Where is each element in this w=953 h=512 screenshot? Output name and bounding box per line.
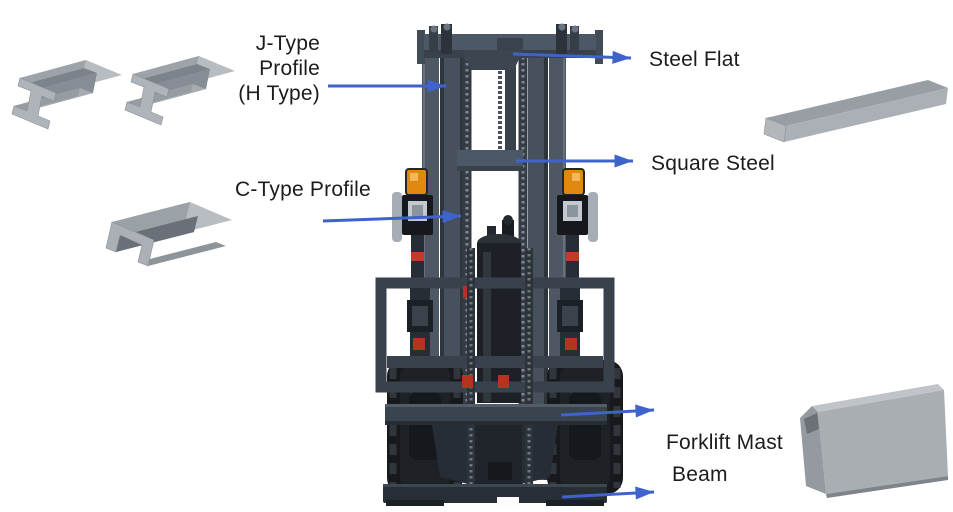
- c-profile-steel-image: [105, 202, 232, 267]
- label-forklift-mast-beam: Forklift Mast Beam: [666, 427, 783, 491]
- label-square-steel: Square Steel: [651, 152, 775, 175]
- arrow-steel-flat: [512, 50, 632, 64]
- steel-flat-bar-image: [763, 80, 948, 143]
- label-j-type-line1: J-Type: [255, 32, 320, 55]
- left-light-cluster: [392, 168, 433, 287]
- h-profile-steel-image: [11, 60, 122, 130]
- h-profile-steel-image-2: [124, 56, 235, 126]
- label-mast-beam-line1: Forklift Mast: [666, 431, 783, 454]
- mast-middle-crossbar: [457, 150, 523, 171]
- arrow-mast-beam-lower: [561, 486, 655, 500]
- bottom-plate: [383, 484, 607, 506]
- lift-chains: [462, 248, 533, 486]
- hydraulic-cylinder: [477, 215, 521, 403]
- label-steel-flat: Steel Flat: [649, 48, 740, 71]
- forklift-mast-photo: [375, 23, 623, 506]
- inner-mast-channel: [498, 56, 516, 166]
- mast-top-crossbar: [417, 23, 603, 70]
- label-j-type-line3: (H Type): [238, 82, 320, 105]
- label-j-type-profile: J-Type Profile (H Type): [178, 31, 320, 106]
- arrow-mast-beam-upper: [560, 404, 655, 418]
- label-mast-beam-line2: Beam: [672, 463, 728, 486]
- mast-beam-bar: [385, 404, 607, 425]
- mast-beam-section-image: [800, 384, 948, 498]
- lower-center-panels: [432, 425, 558, 484]
- right-light-cluster: [557, 168, 598, 287]
- arrow-c-type-profile: [322, 210, 462, 224]
- label-j-type-line2: Profile: [259, 57, 320, 80]
- label-c-type-profile: C-Type Profile: [235, 178, 371, 201]
